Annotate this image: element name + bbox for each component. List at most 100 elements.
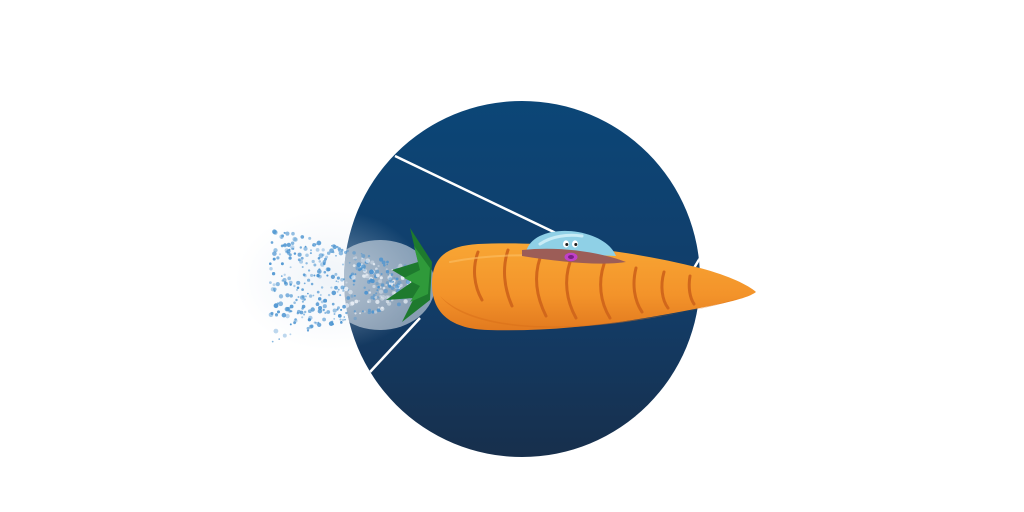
exhaust-particle — [370, 260, 375, 265]
exhaust-particle — [317, 322, 322, 328]
exhaust-particle — [330, 274, 336, 280]
exhaust-particle — [339, 318, 342, 321]
exhaust-particle — [353, 316, 357, 321]
exhaust-particle — [282, 333, 287, 338]
exhaust-particle — [322, 308, 325, 312]
exhaust-particle — [293, 252, 297, 255]
exhaust-particle — [335, 254, 337, 257]
exhaust-particle — [322, 308, 325, 311]
exhaust-particle — [305, 262, 308, 265]
exhaust-particle — [301, 316, 304, 319]
exhaust-particle — [309, 252, 312, 255]
exhaust-particle — [355, 266, 360, 271]
exhaust-particle — [342, 263, 344, 266]
exhaust-particle — [376, 289, 379, 292]
exhaust-particle — [326, 274, 329, 277]
exhaust-particle — [375, 273, 380, 278]
exhaust-particle — [398, 263, 403, 268]
exhaust-particle — [315, 302, 320, 307]
exhaust-particle — [356, 262, 362, 268]
exhaust-particle — [317, 256, 321, 260]
exhaust-particle — [343, 316, 346, 318]
exhaust-particle — [354, 312, 357, 315]
exhaust-particle — [367, 254, 371, 258]
exhaust-particle — [313, 274, 316, 277]
exhaust-particle — [305, 253, 309, 258]
exhaust-particle — [360, 252, 363, 255]
exhaust-particle — [332, 243, 336, 248]
exhaust-particle — [278, 253, 282, 256]
exhaust-particle — [385, 268, 388, 271]
exhaust-particle — [280, 236, 283, 239]
exhaust-particle — [346, 296, 351, 300]
exhaust-particle — [323, 270, 327, 274]
exhaust-particle — [281, 279, 284, 282]
exhaust-particle — [276, 256, 280, 260]
exhaust-particle — [289, 323, 292, 326]
exhaust-particle — [283, 231, 286, 234]
exhaust-particle — [368, 289, 371, 292]
exhaust-particle — [387, 275, 393, 281]
exhaust-particle — [293, 321, 296, 325]
exhaust-particle — [330, 286, 333, 289]
exhaust-particle — [372, 262, 376, 266]
exhaust-particle — [362, 274, 367, 279]
exhaust-particle — [279, 234, 284, 239]
exhaust-particle — [287, 276, 292, 281]
exhaust-particle — [303, 298, 307, 301]
exhaust-particle — [273, 290, 276, 293]
exhaust-particle — [398, 284, 400, 287]
exhaust-particle — [341, 318, 345, 322]
exhaust-particle — [286, 242, 291, 248]
exhaust-particle — [297, 252, 302, 257]
exhaust-particle — [369, 269, 374, 275]
exhaust-particle — [405, 279, 410, 285]
exhaust-particle — [334, 272, 338, 276]
exhaust-particle — [327, 293, 331, 297]
exhaust-particle — [271, 272, 276, 276]
exhaust-particle — [289, 310, 292, 313]
exhaust-particle — [377, 285, 380, 289]
exhaust-particle — [362, 310, 364, 313]
exhaust-particle — [371, 310, 375, 314]
exhaust-particle — [386, 263, 389, 266]
exhaust-particle — [292, 247, 295, 250]
exhaust-particle — [288, 256, 292, 260]
exhaust-particle — [352, 264, 356, 268]
exhaust-particle — [272, 257, 276, 261]
exhaust-particle — [352, 279, 356, 283]
exhaust-particle — [340, 308, 343, 311]
exhaust-particle — [354, 273, 357, 275]
exhaust-particle — [340, 248, 344, 252]
exhaust-particle — [285, 293, 290, 298]
exhaust-particle — [388, 277, 393, 282]
exhaust-particle — [319, 294, 322, 296]
exhaust-particle — [307, 318, 312, 322]
exhaust-particle — [396, 283, 401, 288]
exhaust-particle — [372, 294, 376, 297]
exhaust-particle — [348, 289, 353, 295]
exhaust-particle — [337, 247, 341, 251]
exhaust-particle — [289, 333, 292, 336]
exhaust-particle — [328, 321, 334, 326]
exhaust-particle — [382, 286, 386, 290]
exhaust-particle — [353, 310, 356, 313]
exhaust-particle — [378, 289, 384, 294]
exhaust-particle — [367, 308, 371, 312]
exhaust-particle — [284, 282, 288, 286]
exhaust-particle — [301, 288, 304, 291]
exhaust-particle — [375, 269, 380, 274]
exhaust-particle — [359, 312, 362, 315]
exhaust-particle — [297, 296, 300, 298]
exhaust-particle — [285, 313, 290, 319]
exhaust-particle — [295, 298, 298, 302]
exhaust-particle — [326, 267, 331, 272]
exhaust-particle — [360, 258, 366, 263]
exhaust-particle — [389, 280, 393, 284]
exhaust-particle — [403, 299, 408, 304]
exhaust-particle — [368, 291, 372, 294]
exhaust-particle — [378, 279, 383, 284]
exhaust-particle — [293, 301, 296, 304]
exhaust-particle — [306, 278, 311, 282]
exhaust-particle — [291, 231, 295, 236]
